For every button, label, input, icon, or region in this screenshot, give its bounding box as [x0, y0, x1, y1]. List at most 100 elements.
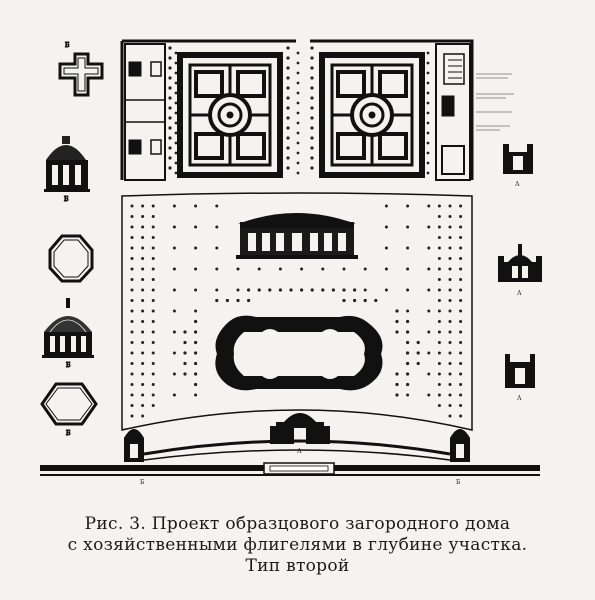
round-pavilion-elevation	[42, 298, 94, 358]
tree-dot	[141, 383, 145, 386]
tree-dot	[426, 71, 430, 75]
tree-dot	[296, 71, 300, 75]
tree-dot	[151, 215, 155, 218]
tree-dot	[141, 341, 145, 344]
tree-dot	[174, 121, 178, 125]
tree-dot	[321, 288, 325, 292]
tree-dot	[141, 225, 145, 229]
tree-dot	[194, 351, 198, 355]
tree-dot	[215, 246, 219, 250]
tree-dot	[416, 340, 420, 345]
tree-dot	[296, 131, 300, 135]
tree-dot	[384, 267, 388, 271]
tree-dot	[342, 267, 346, 271]
upper-courtyards	[120, 39, 514, 181]
tree-dot	[459, 204, 463, 208]
tree-dot	[168, 116, 172, 120]
tree-dot	[437, 404, 441, 407]
tree-dot	[225, 298, 229, 303]
tree-dot	[427, 393, 431, 397]
domed-pavilion-elevation	[44, 136, 90, 192]
tree-dot	[342, 298, 346, 303]
tree-dot	[141, 309, 145, 313]
tree-dot	[310, 66, 314, 70]
tree-dot	[459, 330, 463, 334]
tree-dot	[310, 76, 314, 80]
tree-dot	[286, 66, 290, 70]
tree-dot	[286, 116, 290, 120]
tree-dot	[247, 298, 251, 303]
tree-dot	[426, 141, 430, 145]
tree-dot	[141, 414, 145, 418]
tree-dot	[384, 204, 388, 208]
tree-dot	[168, 156, 172, 160]
tree-dot	[427, 225, 431, 229]
tree-dot	[406, 309, 410, 313]
tree-dot	[194, 204, 198, 208]
figure-caption: Рис. 3. Проект образцового загородного д…	[0, 514, 595, 577]
tree-dot	[141, 288, 145, 292]
tree-dot	[437, 393, 441, 397]
tree-dot	[174, 131, 178, 135]
tree-dot	[286, 106, 290, 110]
tree-dot	[459, 246, 463, 250]
left-parterre	[177, 52, 283, 178]
tree-dot	[406, 267, 410, 271]
tree-dot	[321, 267, 325, 271]
tree-dot	[183, 361, 187, 366]
tree-dot	[406, 246, 410, 250]
tree-dot	[174, 51, 178, 55]
tree-dot	[168, 56, 172, 60]
tree-dot	[310, 146, 314, 150]
tree-dot	[448, 236, 452, 239]
ornamental-pond	[215, 315, 383, 391]
tree-dot	[310, 96, 314, 100]
tree-dot	[310, 56, 314, 60]
view-label: Б	[65, 42, 70, 49]
tree-dot	[168, 86, 172, 90]
tree-dot	[296, 151, 300, 155]
view-label: Б	[64, 196, 69, 203]
corner-pavilion-right	[450, 429, 470, 462]
tree-dot	[459, 267, 463, 271]
tree-dot	[183, 330, 187, 334]
tree-dot	[448, 372, 452, 376]
road-base: Б Б	[40, 462, 540, 486]
tree-dot	[183, 351, 187, 355]
tree-dot	[427, 372, 431, 376]
tree-dot	[406, 319, 410, 324]
tree-dot	[151, 225, 155, 229]
tree-dot	[151, 404, 155, 407]
right-service-wing	[435, 43, 471, 181]
tree-dot	[236, 298, 240, 303]
architectural-plan-illustration: Б Б	[40, 39, 542, 486]
tree-dot	[406, 330, 410, 334]
tree-dot	[194, 372, 198, 376]
tree-dot	[426, 101, 430, 105]
tree-dot	[437, 225, 441, 229]
tree-dot	[215, 288, 219, 292]
tree-dot	[130, 383, 134, 386]
tree-dot	[215, 225, 219, 229]
tree-dot	[426, 91, 430, 95]
tree-dot	[406, 225, 410, 229]
tree-dot	[426, 131, 430, 135]
tree-dot	[141, 330, 145, 334]
tree-dot	[448, 330, 452, 334]
tree-dot	[459, 225, 463, 229]
tree-dot	[172, 372, 176, 376]
tree-dot	[194, 267, 198, 271]
tree-dot	[130, 299, 134, 302]
tree-dot	[194, 330, 198, 334]
tree-dot	[174, 71, 178, 75]
tree-dot	[437, 215, 441, 218]
tree-dot	[384, 225, 388, 229]
tree-dot	[130, 288, 134, 292]
tree-dot	[310, 116, 314, 120]
tree-dot	[174, 91, 178, 95]
tree-dot	[151, 372, 155, 376]
tree-dot	[448, 404, 452, 407]
tree-dot	[331, 288, 335, 292]
tree-dot	[437, 309, 441, 313]
tree-dot	[215, 298, 219, 303]
